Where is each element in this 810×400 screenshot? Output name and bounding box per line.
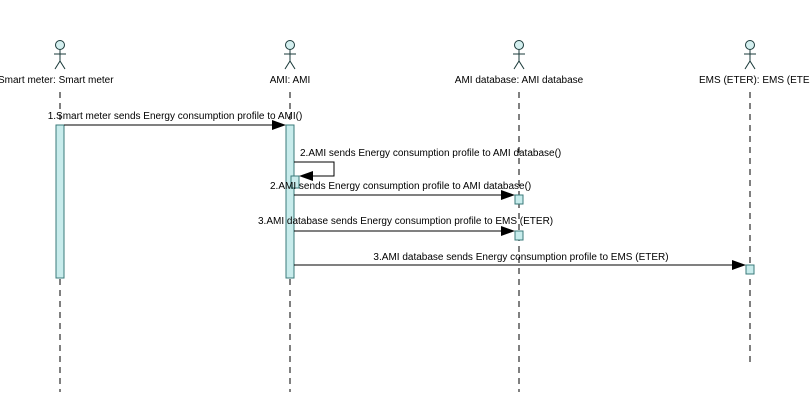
message-2-label: 2.AMI sends Energy consumption profile t… (270, 181, 532, 192)
message-3-arrowhead (501, 226, 515, 236)
actor-icon-ami (284, 40, 296, 70)
activation-ami-self (290, 175, 300, 189)
actor-icon-ami-database (513, 40, 525, 70)
message-3-ems-arrowhead (732, 260, 746, 270)
message-3-label: 3.AMI database sends Energy consumption … (258, 216, 554, 227)
actor-label-ami: AMI: AMI (269, 75, 311, 86)
activation-smart-meter (55, 124, 65, 279)
message-1-arrowhead (272, 120, 286, 130)
message-3-ems-label: 3.AMI database sends Energy consumption … (373, 252, 669, 263)
activation-ami-database-1 (514, 194, 524, 205)
message-2-self-arrow (294, 161, 335, 177)
message-2-self-label: 2.AMI sends Energy consumption profile t… (300, 148, 562, 159)
actor-icon-smart-meter (54, 40, 66, 70)
activation-ems (745, 264, 755, 275)
activation-ami-database-2 (514, 230, 524, 241)
actor-label-ami-database: AMI database: AMI database (454, 75, 584, 86)
message-2-arrowhead (501, 190, 515, 200)
activation-ami (285, 124, 295, 279)
actor-label-ems: EMS (ETER): EMS (ETER) (699, 75, 810, 86)
actor-icon-ems (744, 40, 756, 70)
message-1-label: 1.Smart meter sends Energy consumption p… (47, 111, 303, 122)
actor-label-smart-meter: Smart meter: Smart meter (0, 75, 114, 86)
message-2-self-arrowhead (299, 171, 313, 181)
